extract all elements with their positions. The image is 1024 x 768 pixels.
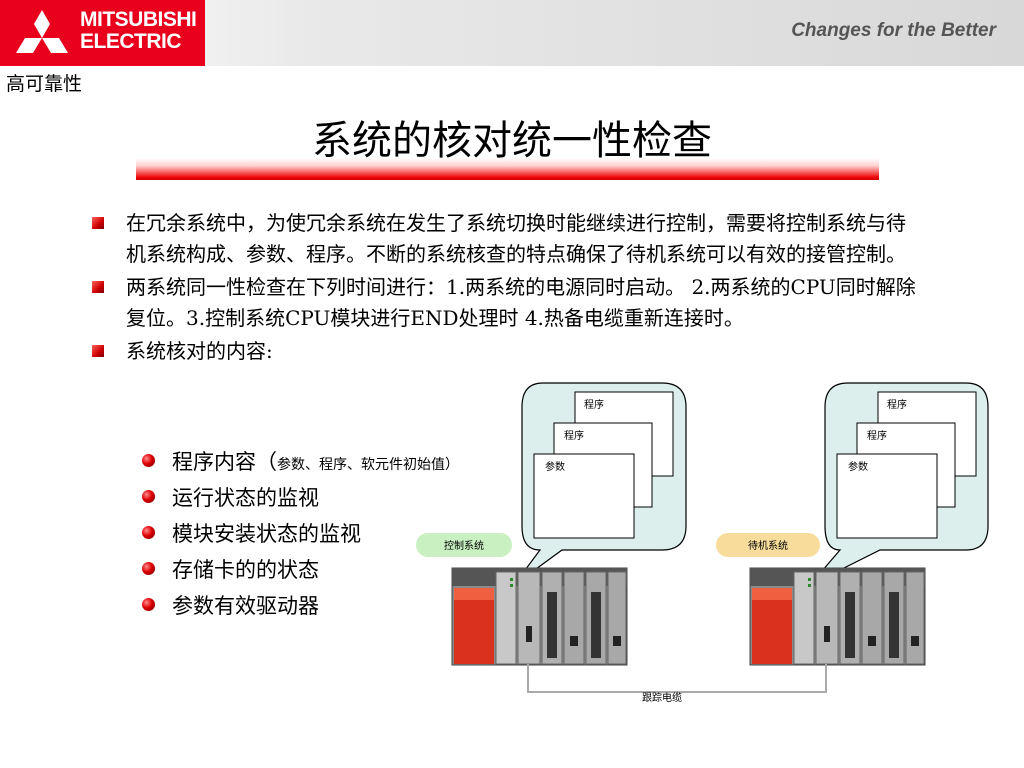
logo-text-line2: ELECTRIC (80, 30, 182, 53)
bullet-text: 系统核对的内容: (126, 339, 273, 363)
round-bullet-icon (142, 526, 155, 539)
header-bar: MITSUBISHI ELECTRIC Changes for the Bett… (0, 0, 1024, 66)
bullet-item: 在冗余系统中，为使冗余系统在发生了系统切换时能继续进行控制，需要将控制系统与待机… (92, 208, 916, 270)
left-callout: 程序 程序 参数 (513, 382, 687, 586)
round-bullet-icon (142, 490, 155, 503)
three-diamonds-icon (16, 10, 68, 53)
page-title: 系统的核对统一性检查 (312, 118, 712, 164)
square-bullet-icon (92, 345, 104, 357)
mitsubishi-logo: MITSUBISHI ELECTRIC (0, 0, 205, 66)
sub-bullet-text: 模块安装状态的监视 (172, 522, 361, 546)
left-sheet-front-label: 参数 (545, 460, 565, 473)
control-system-label: 控制系统 (444, 539, 484, 552)
round-bullet-icon (142, 454, 155, 467)
tracking-cable-label: 跟踪电缆 (642, 691, 682, 704)
logo-text-line1: MITSUBISHI (80, 8, 197, 31)
sub-bullet-detail: 参数、程序、软元件初始值） (277, 457, 459, 473)
standby-system-pill (716, 533, 820, 557)
left-sheet-mid-label: 程序 (564, 429, 584, 442)
title-underline (136, 158, 879, 180)
sub-bullet-main: 程序内容（ (172, 450, 277, 474)
section-label: 高可靠性 (6, 73, 83, 95)
left-sheet-back-label: 程序 (584, 398, 604, 411)
round-bullet-icon (142, 562, 155, 575)
control-plc-rack (451, 567, 628, 666)
sub-bullet-text: 参数有效驱动器 (172, 594, 319, 618)
bullet-text: 在冗余系统中，为使冗余系统在发生了系统切换时能继续进行控制，需要将控制系统与待机… (126, 211, 906, 266)
bullet-text: 两系统同一性检查在下列时间进行：1.两系统的电源同时启动。 2.两系统的CPU同… (126, 275, 916, 330)
bullet-item: 两系统同一性检查在下列时间进行：1.两系统的电源同时启动。 2.两系统的CPU同… (92, 272, 916, 334)
right-callout: 程序 程序 参数 (809, 382, 989, 586)
sub-bullet-text: 运行状态的监视 (172, 486, 319, 510)
sub-bullet-text: 程序内容（参数、程序、软元件初始值） (172, 446, 459, 476)
square-bullet-icon (92, 281, 104, 293)
right-sheet-front-label: 参数 (848, 460, 868, 473)
logo-text: MITSUBISHI ELECTRIC (80, 8, 197, 53)
slogan: Changes for the Better (791, 20, 996, 41)
sub-bullet-text: 存储卡的的状态 (172, 558, 319, 582)
standby-system-label: 待机系统 (748, 539, 788, 552)
round-bullet-icon (142, 598, 155, 611)
control-system-pill (416, 533, 512, 557)
standby-plc-rack (749, 567, 926, 666)
right-sheet-mid-label: 程序 (867, 429, 887, 442)
right-sheet-back-label: 程序 (887, 398, 907, 411)
bullet-item: 系统核对的内容: (92, 336, 916, 367)
tracking-cable-line (527, 664, 827, 693)
square-bullet-icon (92, 217, 104, 229)
bullet-list: 在冗余系统中，为使冗余系统在发生了系统切换时能继续进行控制，需要将控制系统与待机… (92, 208, 942, 369)
